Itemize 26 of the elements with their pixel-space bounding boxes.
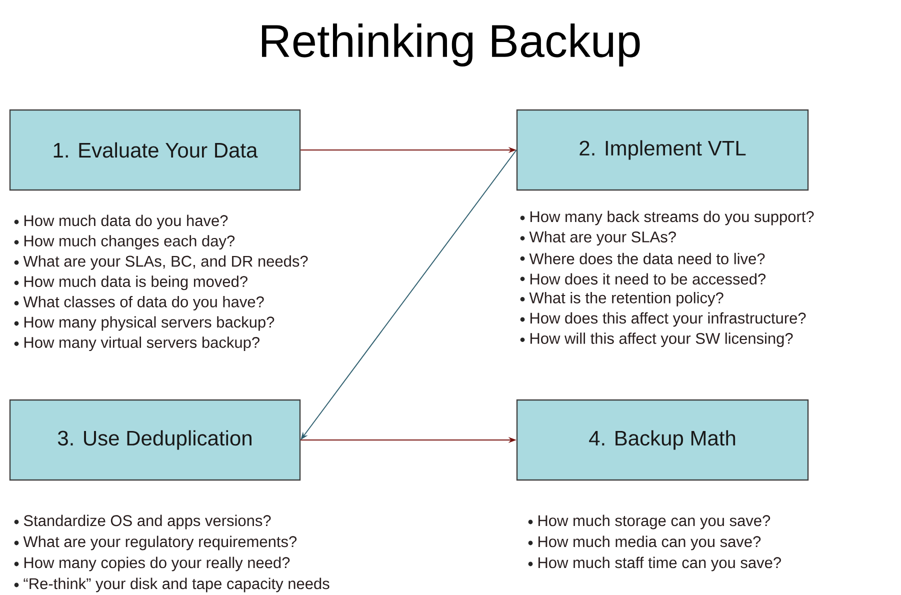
bullet-item: What are your regulatory requirements? — [14, 536, 297, 550]
bullet-item: How does this affect your infrastructure? — [520, 312, 806, 327]
bullet-item: How much data is being moved? — [14, 276, 248, 290]
process-box: 3. Use Deduplication — [9, 399, 301, 481]
bullet-item: How many copies do your really need? — [14, 556, 290, 572]
bullet-item: “Re-think” your disk and tape capacity needs — [14, 578, 330, 592]
bullet-item: How much media can you save? — [528, 536, 761, 550]
bullet-item: How many virtual servers backup? — [14, 336, 260, 352]
bullet-item: How does it need to be accessed? — [520, 273, 766, 285]
bullet-item: How will this affect your SW licensing? — [520, 332, 793, 348]
bullet-item: What are your SLAs? — [520, 231, 676, 246]
bullet-item: How much data do you have? — [14, 214, 228, 230]
process-box: 2. Implement VTL — [516, 109, 809, 191]
bullet-item: What classes of data do you have? — [14, 296, 264, 310]
bullet-item: How much changes each day? — [14, 235, 235, 250]
title: Rethinking Backup — [262, 24, 640, 66]
process-box: 4. Backup Math — [516, 399, 809, 481]
bullet-item: What is the retention policy? — [520, 292, 724, 306]
bullet-item: How much storage can you save? — [528, 514, 770, 530]
bullet-item: Where does the data need to live? — [520, 252, 765, 264]
bullet-item: Standardize OS and apps versions? — [14, 514, 271, 530]
bullet-item: How much staff time can you save? — [528, 556, 781, 572]
bullet-item: How many back streams do you support? — [520, 210, 814, 226]
process-box: 1. Evaluate Your Data — [9, 109, 301, 191]
bullet-item: What are your SLAs, BC, and DR needs? — [14, 255, 308, 270]
bullet-item: How many physical servers backup? — [14, 316, 274, 331]
